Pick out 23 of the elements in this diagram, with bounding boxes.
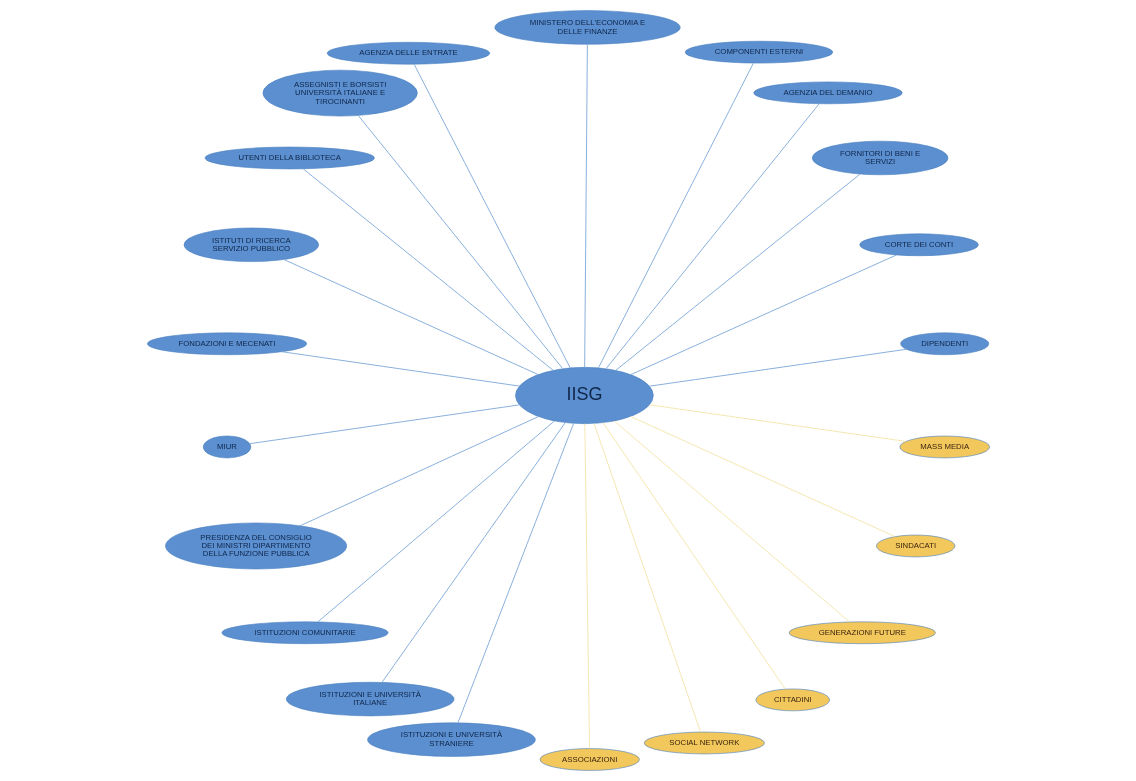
node-ellipse: IISG [514,367,654,424]
connector [283,259,539,375]
connector [248,404,520,445]
connector [613,420,850,623]
connector [413,63,571,369]
connector [648,348,907,387]
connector [583,423,590,749]
connector [597,62,754,369]
connector [593,423,701,733]
connector [602,422,786,690]
connector [357,115,563,370]
connector [317,420,555,623]
connector [302,168,554,371]
connector [629,254,897,376]
connector [281,351,520,387]
connector [583,43,588,368]
connector [381,422,566,683]
connector [614,173,860,371]
connector [299,416,539,527]
connector [457,422,574,724]
connector [629,416,895,537]
connector [648,404,906,442]
connector [605,103,820,370]
